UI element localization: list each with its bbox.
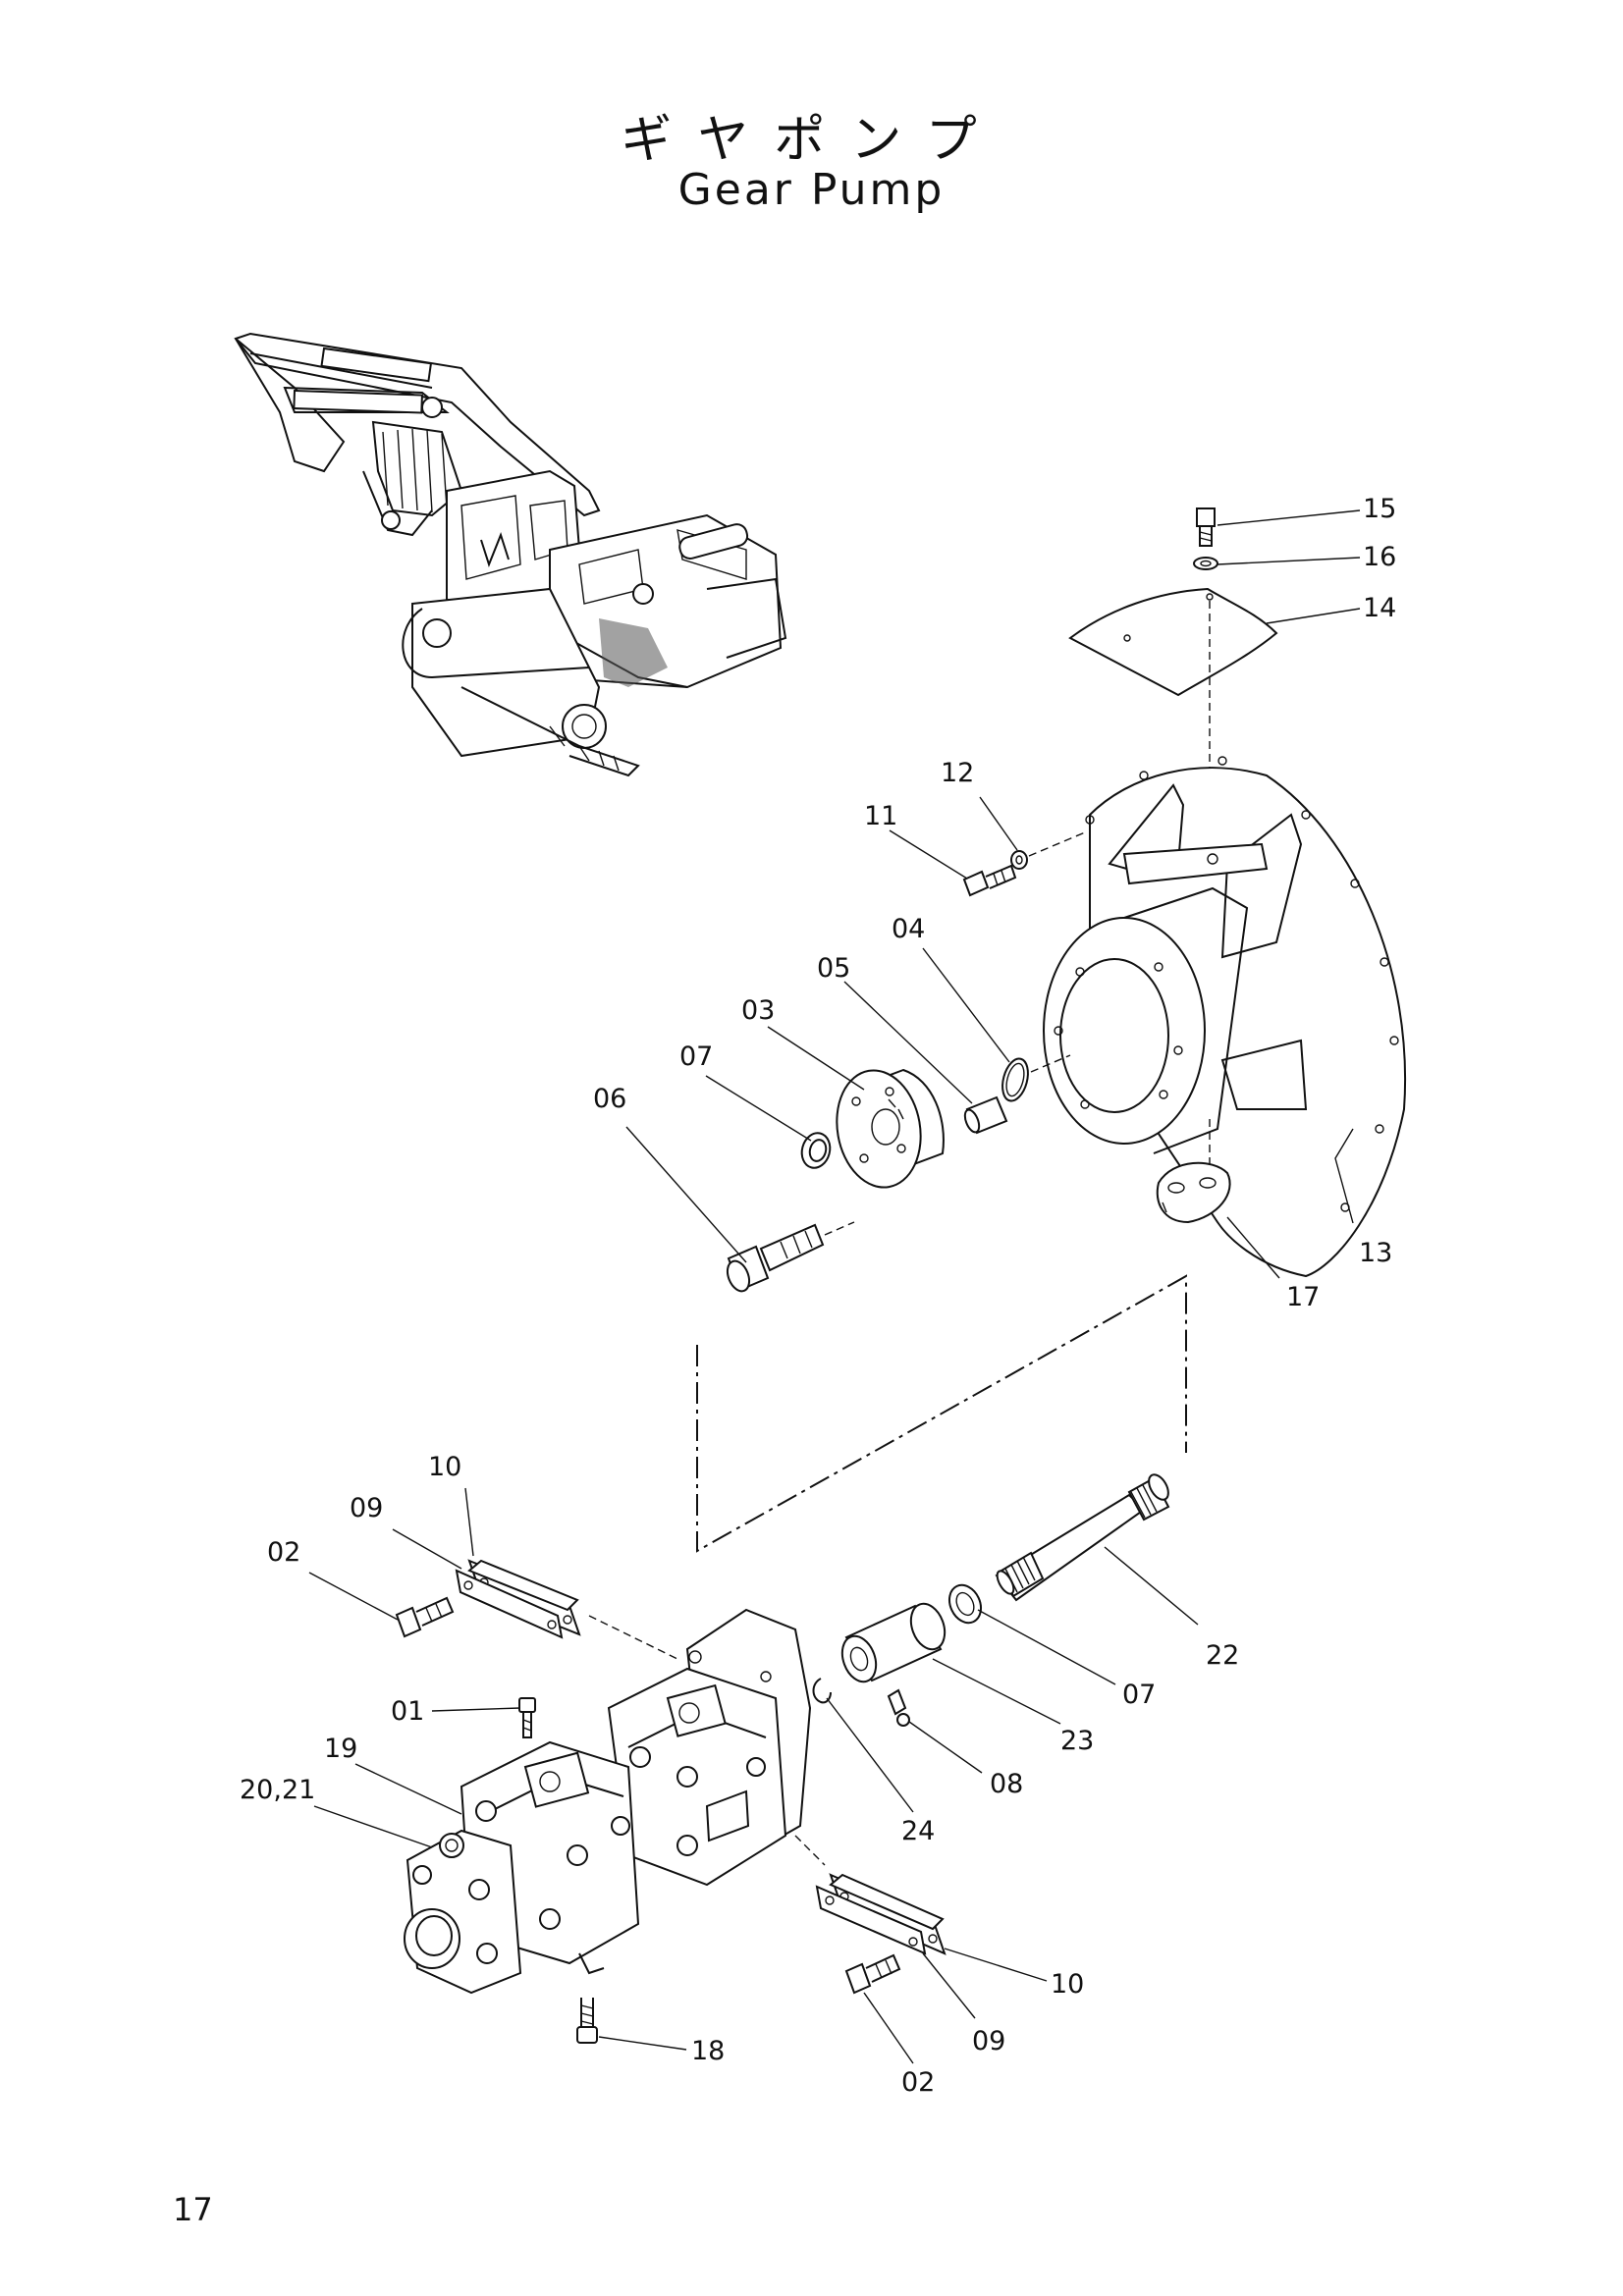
label-16: 16	[1363, 542, 1396, 572]
label-02-lower: 02	[901, 2067, 935, 2098]
part-15-bolt	[1196, 507, 1216, 547]
part-16-washer	[1193, 557, 1218, 570]
label-23: 23	[1060, 1726, 1094, 1756]
label-06: 06	[593, 1084, 626, 1114]
part-09-plate-lower	[815, 1885, 927, 1955]
part-08-grease-fitting	[887, 1688, 910, 1727]
part-11-bolt	[962, 864, 1017, 897]
part-17-grommet	[1156, 1161, 1231, 1224]
label-05: 05	[817, 953, 850, 984]
label-02-upper: 02	[267, 1537, 300, 1568]
part-06-bolt	[726, 1221, 855, 1293]
label-17: 17	[1286, 1282, 1320, 1312]
label-07-lower: 07	[1122, 1680, 1156, 1710]
label-11: 11	[864, 801, 897, 831]
gear-pump-assembly	[404, 1608, 812, 1995]
part-14-cover-plate	[1068, 587, 1278, 697]
part-03-coupling-hub	[836, 1068, 945, 1189]
label-10-upper: 10	[428, 1452, 461, 1482]
page-number: 17	[173, 2191, 213, 2228]
label-20-21: 20,21	[240, 1775, 315, 1805]
label-04: 04	[892, 914, 925, 944]
label-09-upper: 09	[350, 1493, 383, 1523]
label-14: 14	[1363, 593, 1396, 623]
part-02-bolt-lower	[844, 1953, 901, 1995]
label-15: 15	[1363, 494, 1396, 524]
part-04-o-ring	[1001, 1057, 1029, 1102]
label-19: 19	[324, 1734, 357, 1764]
label-03: 03	[741, 995, 775, 1026]
part-07-seal-lower	[947, 1583, 983, 1625]
page-title-japanese: ギヤポンプ	[621, 111, 1002, 170]
label-18: 18	[691, 2036, 725, 2066]
part-12-washer	[1010, 850, 1028, 870]
part-labels: 15 16 14 12 11 04 05 03 07 06 13 17 22 0…	[240, 494, 1396, 2098]
part-13-housing	[1043, 756, 1406, 1278]
label-09-lower: 09	[972, 2026, 1005, 2056]
part-07-seal-upper	[800, 1132, 832, 1169]
part-02-bolt-upper	[395, 1596, 455, 1638]
label-24: 24	[901, 1816, 935, 1846]
excavator-illustration	[234, 332, 787, 777]
label-01: 01	[391, 1696, 424, 1727]
label-12: 12	[941, 758, 974, 788]
assembly-reference-line	[696, 1274, 1187, 1553]
part-01-bolt	[518, 1697, 536, 1738]
part-05-pin	[963, 1095, 1008, 1135]
label-07-upper: 07	[679, 1041, 713, 1072]
page-title-english: Gear Pump	[677, 165, 946, 215]
label-22: 22	[1206, 1640, 1239, 1671]
part-18-bolt	[576, 1998, 598, 2044]
part-23-sleeve	[840, 1602, 947, 1683]
part-09-plate-upper	[455, 1569, 564, 1639]
label-13: 13	[1359, 1238, 1392, 1268]
leader-lines	[308, 509, 1361, 2064]
part-24-snap-ring	[812, 1678, 832, 1704]
label-10-lower: 10	[1051, 1969, 1084, 2000]
part-22-shaft	[995, 1473, 1170, 1602]
label-08: 08	[990, 1769, 1023, 1799]
